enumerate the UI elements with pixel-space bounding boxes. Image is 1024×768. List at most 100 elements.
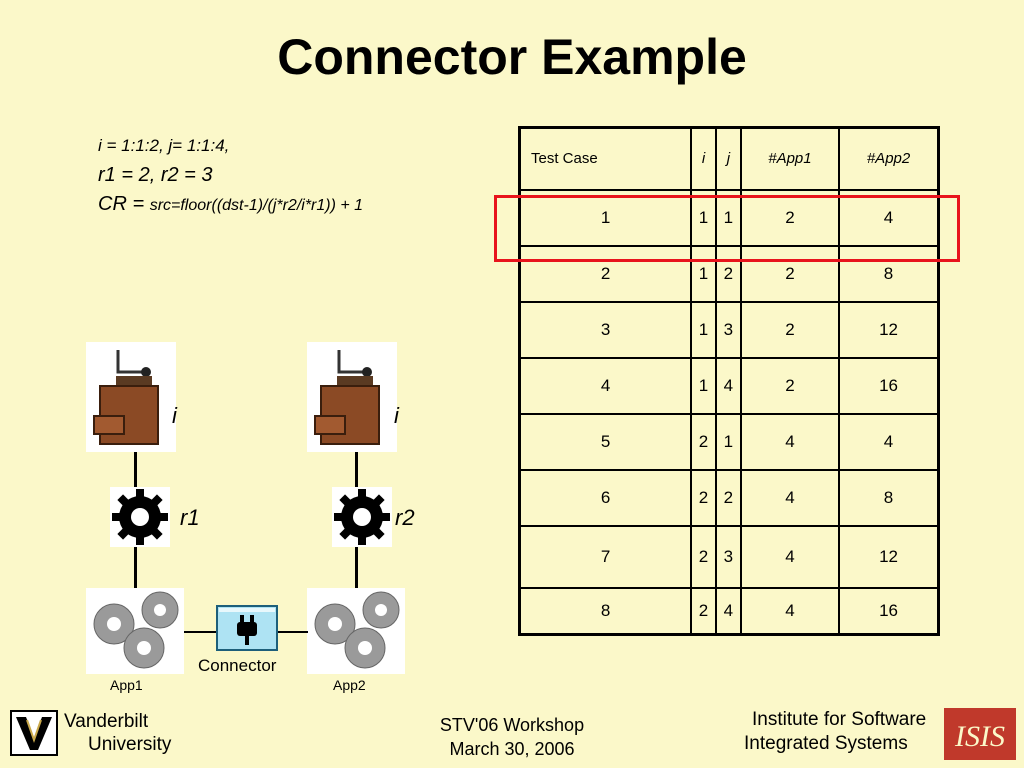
table-cell: 1 xyxy=(714,188,742,247)
vanderbilt-line2: University xyxy=(88,734,172,755)
isis-logo: ISIS xyxy=(944,708,1016,760)
parameter-block: i = 1:1:2, j= 1:1:4, r1 = 2, r2 = 3 CR =… xyxy=(98,136,363,216)
row-highlight-box xyxy=(494,195,960,262)
app1-label: App1 xyxy=(110,677,143,693)
param-line-cr: CR = src=floor((dst-1)/(j*r2/i*r1)) + 1 xyxy=(98,193,363,216)
table-cell: 4 xyxy=(838,412,940,472)
connector-line-right xyxy=(278,631,308,633)
connector-line-left xyxy=(184,631,218,633)
cr-formula: src=floor((dst-1)/(j*r2/i*r1)) + 1 xyxy=(149,197,364,214)
workshop-date: March 30, 2006 xyxy=(449,739,575,759)
table-cell: 2 xyxy=(690,587,717,636)
cr-prefix: CR = xyxy=(98,193,150,215)
table-cell: 1 xyxy=(518,188,693,247)
table-cell: 3 xyxy=(714,300,742,359)
table-cell: 7 xyxy=(518,525,693,590)
link-line xyxy=(355,452,358,490)
table-cell: 2 xyxy=(739,356,841,416)
svg-text:ISIS: ISIS xyxy=(954,720,1005,753)
table-cell: 1 xyxy=(690,244,717,303)
header-app2: #App2 xyxy=(838,126,940,191)
header-j: j xyxy=(714,126,742,191)
app-gears-right xyxy=(307,588,405,674)
table-cell: 4 xyxy=(739,587,841,636)
link-line xyxy=(134,547,137,591)
source-label-left: i xyxy=(172,403,177,428)
table-cell: 3 xyxy=(714,525,742,590)
link-line xyxy=(355,547,358,591)
table-cell: 2 xyxy=(690,412,717,472)
table-cell: 1 xyxy=(690,188,717,247)
source-label-right: i xyxy=(394,403,399,428)
table-cell: 16 xyxy=(838,587,940,636)
param-line-ij: i = 1:1:2, j= 1:1:4, xyxy=(98,136,230,155)
table-cell: 12 xyxy=(838,300,940,359)
table-cell: 2 xyxy=(714,469,742,528)
table-cell: 4 xyxy=(838,188,940,247)
vanderbilt-line1: Vanderbilt xyxy=(64,711,149,732)
gears-icon xyxy=(86,588,184,674)
table-cell: 2 xyxy=(739,188,841,247)
table-cell: 1 xyxy=(690,300,717,359)
gears-icon xyxy=(307,588,405,674)
footer-center: STV'06 Workshop March 30, 2006 xyxy=(412,713,612,761)
table-cell: 4 xyxy=(739,469,841,528)
table-cell: 4 xyxy=(739,412,841,472)
table-cell: 2 xyxy=(518,244,693,303)
app2-label: App2 xyxy=(333,677,366,693)
gear-icon xyxy=(332,487,392,547)
rate-label-right: r2 xyxy=(395,505,415,530)
rate-label-left: r1 xyxy=(180,505,200,530)
table-cell: 2 xyxy=(690,525,717,590)
rate-gear-right xyxy=(332,487,392,547)
table-cell: 16 xyxy=(838,356,940,416)
table-cell: 12 xyxy=(838,525,940,590)
table-cell: 8 xyxy=(518,587,693,636)
table-cell: 3 xyxy=(518,300,693,359)
table-cell: 2 xyxy=(739,244,841,303)
table-cell: 8 xyxy=(838,469,940,528)
isis-line2: Integrated Systems xyxy=(744,733,908,754)
table-cell: 4 xyxy=(739,525,841,590)
table-cell: 5 xyxy=(518,412,693,472)
header-app1: #App1 xyxy=(739,126,841,191)
table-cell: 2 xyxy=(690,469,717,528)
table-cell: 4 xyxy=(714,356,742,416)
header-i: i xyxy=(690,126,717,191)
header-test-case: Test Case xyxy=(518,126,693,191)
table-cell: 8 xyxy=(838,244,940,303)
table-cell: 4 xyxy=(714,587,742,636)
coffee-grinder-icon xyxy=(86,342,176,452)
param-line-rates: r1 = 2, r2 = 3 xyxy=(98,164,213,186)
rate-gear-left xyxy=(110,487,170,547)
app-gears-left xyxy=(86,588,184,674)
coffee-grinder-image-left xyxy=(86,342,176,452)
plug-icon xyxy=(216,605,278,651)
coffee-grinder-image-right xyxy=(307,342,397,452)
isis-line1: Institute for Software xyxy=(752,709,927,730)
gear-icon xyxy=(110,487,170,547)
vanderbilt-logo xyxy=(10,710,58,756)
table-cell: 4 xyxy=(518,356,693,416)
table-cell: 1 xyxy=(690,356,717,416)
link-line xyxy=(134,452,137,490)
connector-label: Connector xyxy=(198,656,277,675)
table-cell: 2 xyxy=(739,300,841,359)
table-cell: 6 xyxy=(518,469,693,528)
isis-wordmark: Institute for Software Integrated System… xyxy=(744,708,926,756)
table-cell: 2 xyxy=(714,244,742,303)
slide-title: Connector Example xyxy=(277,29,747,85)
table-cell: 1 xyxy=(714,412,742,472)
workshop-name: STV'06 Workshop xyxy=(439,715,585,735)
coffee-grinder-icon xyxy=(307,342,397,452)
vanderbilt-wordmark: Vanderbilt University xyxy=(64,710,171,756)
